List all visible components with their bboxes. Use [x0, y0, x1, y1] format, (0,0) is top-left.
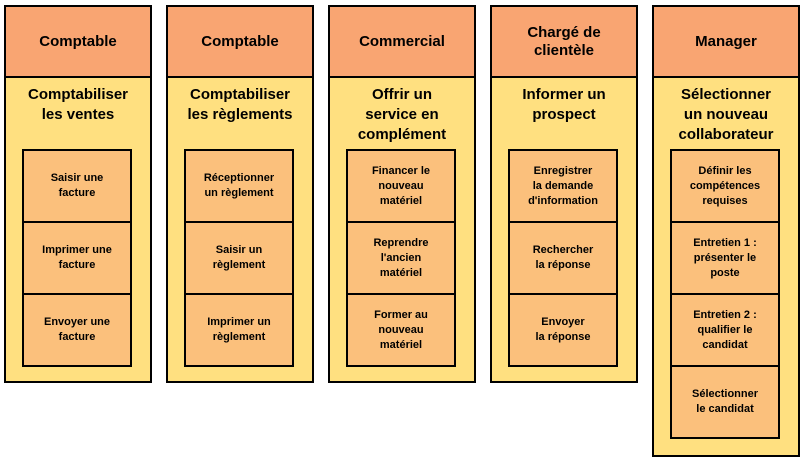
process-title: Informer un prospect	[522, 86, 606, 123]
step-box: Enregistrer la demande d'information	[528, 164, 598, 207]
process-title: Comptabiliser les règlements	[187, 86, 293, 123]
swimlane-column-5: Manager Sélectionner un nouveau collabor…	[652, 5, 800, 457]
steps-list: Définir les compétences requises Entreti…	[670, 149, 780, 439]
swimlane-column-1: Comptable Comptabiliser les ventes Saisi…	[4, 5, 152, 383]
step-box: Reprendre l'ancien matériel	[348, 221, 454, 293]
steps-list: Saisir une facture Imprimer une facture …	[22, 149, 132, 367]
steps-list: Enregistrer la demande d'information Rec…	[508, 149, 618, 367]
role-header: Comptable	[6, 7, 150, 78]
step-box: Former au nouveau matériel	[348, 293, 454, 365]
step-box: Saisir une facture	[50, 172, 104, 199]
step-box: Saisir un règlement	[186, 221, 292, 293]
step-box: Financer le nouveau matériel	[371, 164, 431, 207]
process-title: Sélectionner un nouveau collaborateur	[678, 86, 774, 143]
step-box: Réceptionner un règlement	[203, 172, 275, 199]
step-box: Rechercher la réponse	[510, 221, 616, 293]
step-box: Entretien 1 : présenter le poste	[672, 221, 778, 293]
steps-list: Réceptionner un règlement Saisir un règl…	[184, 149, 294, 367]
swimlane-column-3: Commercial Offrir un service en compléme…	[328, 5, 476, 383]
role-header: Comptable	[168, 7, 312, 78]
role-header: Commercial	[330, 7, 474, 78]
step-box: Imprimer un règlement	[186, 293, 292, 365]
step-box: Envoyer la réponse	[510, 293, 616, 365]
step-box: Envoyer une facture	[24, 293, 130, 365]
step-box: Imprimer une facture	[24, 221, 130, 293]
role-header: Chargé de clientèle	[492, 7, 636, 78]
step-box: Entretien 2 : qualifier le candidat	[672, 293, 778, 365]
steps-list: Financer le nouveau matériel Reprendre l…	[346, 149, 456, 367]
process-title: Comptabiliser les ventes	[27, 86, 129, 123]
swimlane-column-2: Comptable Comptabiliser les règlements R…	[166, 5, 314, 383]
step-box: Définir les compétences requises	[689, 164, 761, 207]
process-title: Offrir un service en complément	[357, 86, 447, 143]
role-header: Manager	[654, 7, 798, 78]
swimlane-column-4: Chargé de clientèle Informer un prospect…	[490, 5, 638, 383]
step-box: Sélectionner le candidat	[672, 365, 778, 437]
